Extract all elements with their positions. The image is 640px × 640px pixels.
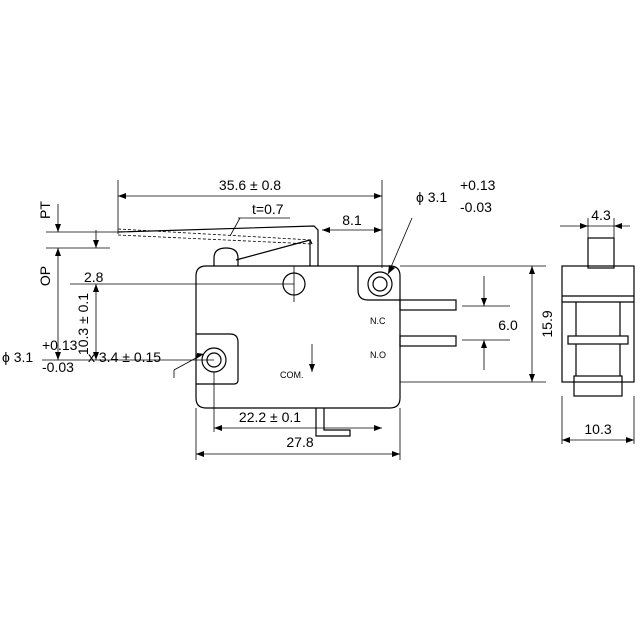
hole-top-right-tol-plus: +0.13 [460,177,496,193]
com-arrow [309,344,315,372]
body-length-label: 27.8 [286,434,313,450]
hole-top-right-tol-minus: -0.03 [460,199,492,215]
dim-side-top-width: 4.3 [560,207,630,238]
dim-side-width: 10.3 [561,396,635,444]
side-view [561,237,635,397]
terminal-no [399,335,457,347]
mount-hole-bottom-left [196,333,239,385]
op-height-label: 10.3 ± 0.1 [75,293,91,355]
terminal-spacing-label: 6.0 [498,317,518,333]
dim-pretravel: PT [37,201,118,233]
op-offset-label: 2.8 [84,269,104,285]
switch-body [195,265,401,409]
hole-bottom-left-tol-plus: +0.13 [42,337,78,353]
terminal-no-label: N.O [370,350,386,360]
pretravel-label: PT [37,201,53,219]
lever-thickness-label: t=0.7 [252,201,284,217]
operating-position-label: OP [37,266,53,286]
dim-operating-position: OP 2.8 10.3 ± 0.1 [37,230,294,361]
terminal-nc [399,299,457,311]
callout-hole-bottom-left: ϕ 3.1 +0.13 -0.03 x 3.4 ± 0.15 [2,337,204,378]
body-height-label: 15.9 [539,310,555,337]
dim-hole-spacing: 22.2 ± 0.1 [213,372,382,432]
lever-offset-label: 8.1 [342,212,362,228]
hole-bottom-left-prefix: ϕ 3.1 [2,349,33,365]
dim-body-height: 15.9 [400,265,555,383]
hole-spacing-label: 22.2 ± 0.1 [239,409,301,425]
callout-hole-top-right: ϕ 3.1 +0.13 -0.03 [387,177,496,275]
lever [117,225,319,266]
side-top-width-label: 4.3 [591,207,611,223]
terminal-nc-label: N.C [370,316,386,326]
terminal-com [315,408,351,437]
dim-overall-length: 35.6 ± 0.8 [117,177,383,268]
plunger [213,247,239,266]
dim-body-length: 27.8 [195,408,401,460]
dim-lever-offset: 8.1 [322,212,382,233]
side-width-label: 10.3 [584,421,611,437]
terminal-com-label: COM. [280,370,304,380]
hole-bottom-left-suffix: x 3.4 ± 0.15 [88,349,161,365]
dim-terminal-spacing: 6.0 [462,276,518,370]
overall-length-label: 35.6 ± 0.8 [219,177,281,193]
hole-top-right-prefix: ϕ 3.1 [416,189,447,205]
mount-hole-top-right [357,266,400,301]
hole-bottom-left-tol-minus: -0.03 [42,359,74,375]
dim-lever-thickness: t=0.7 [229,201,290,237]
